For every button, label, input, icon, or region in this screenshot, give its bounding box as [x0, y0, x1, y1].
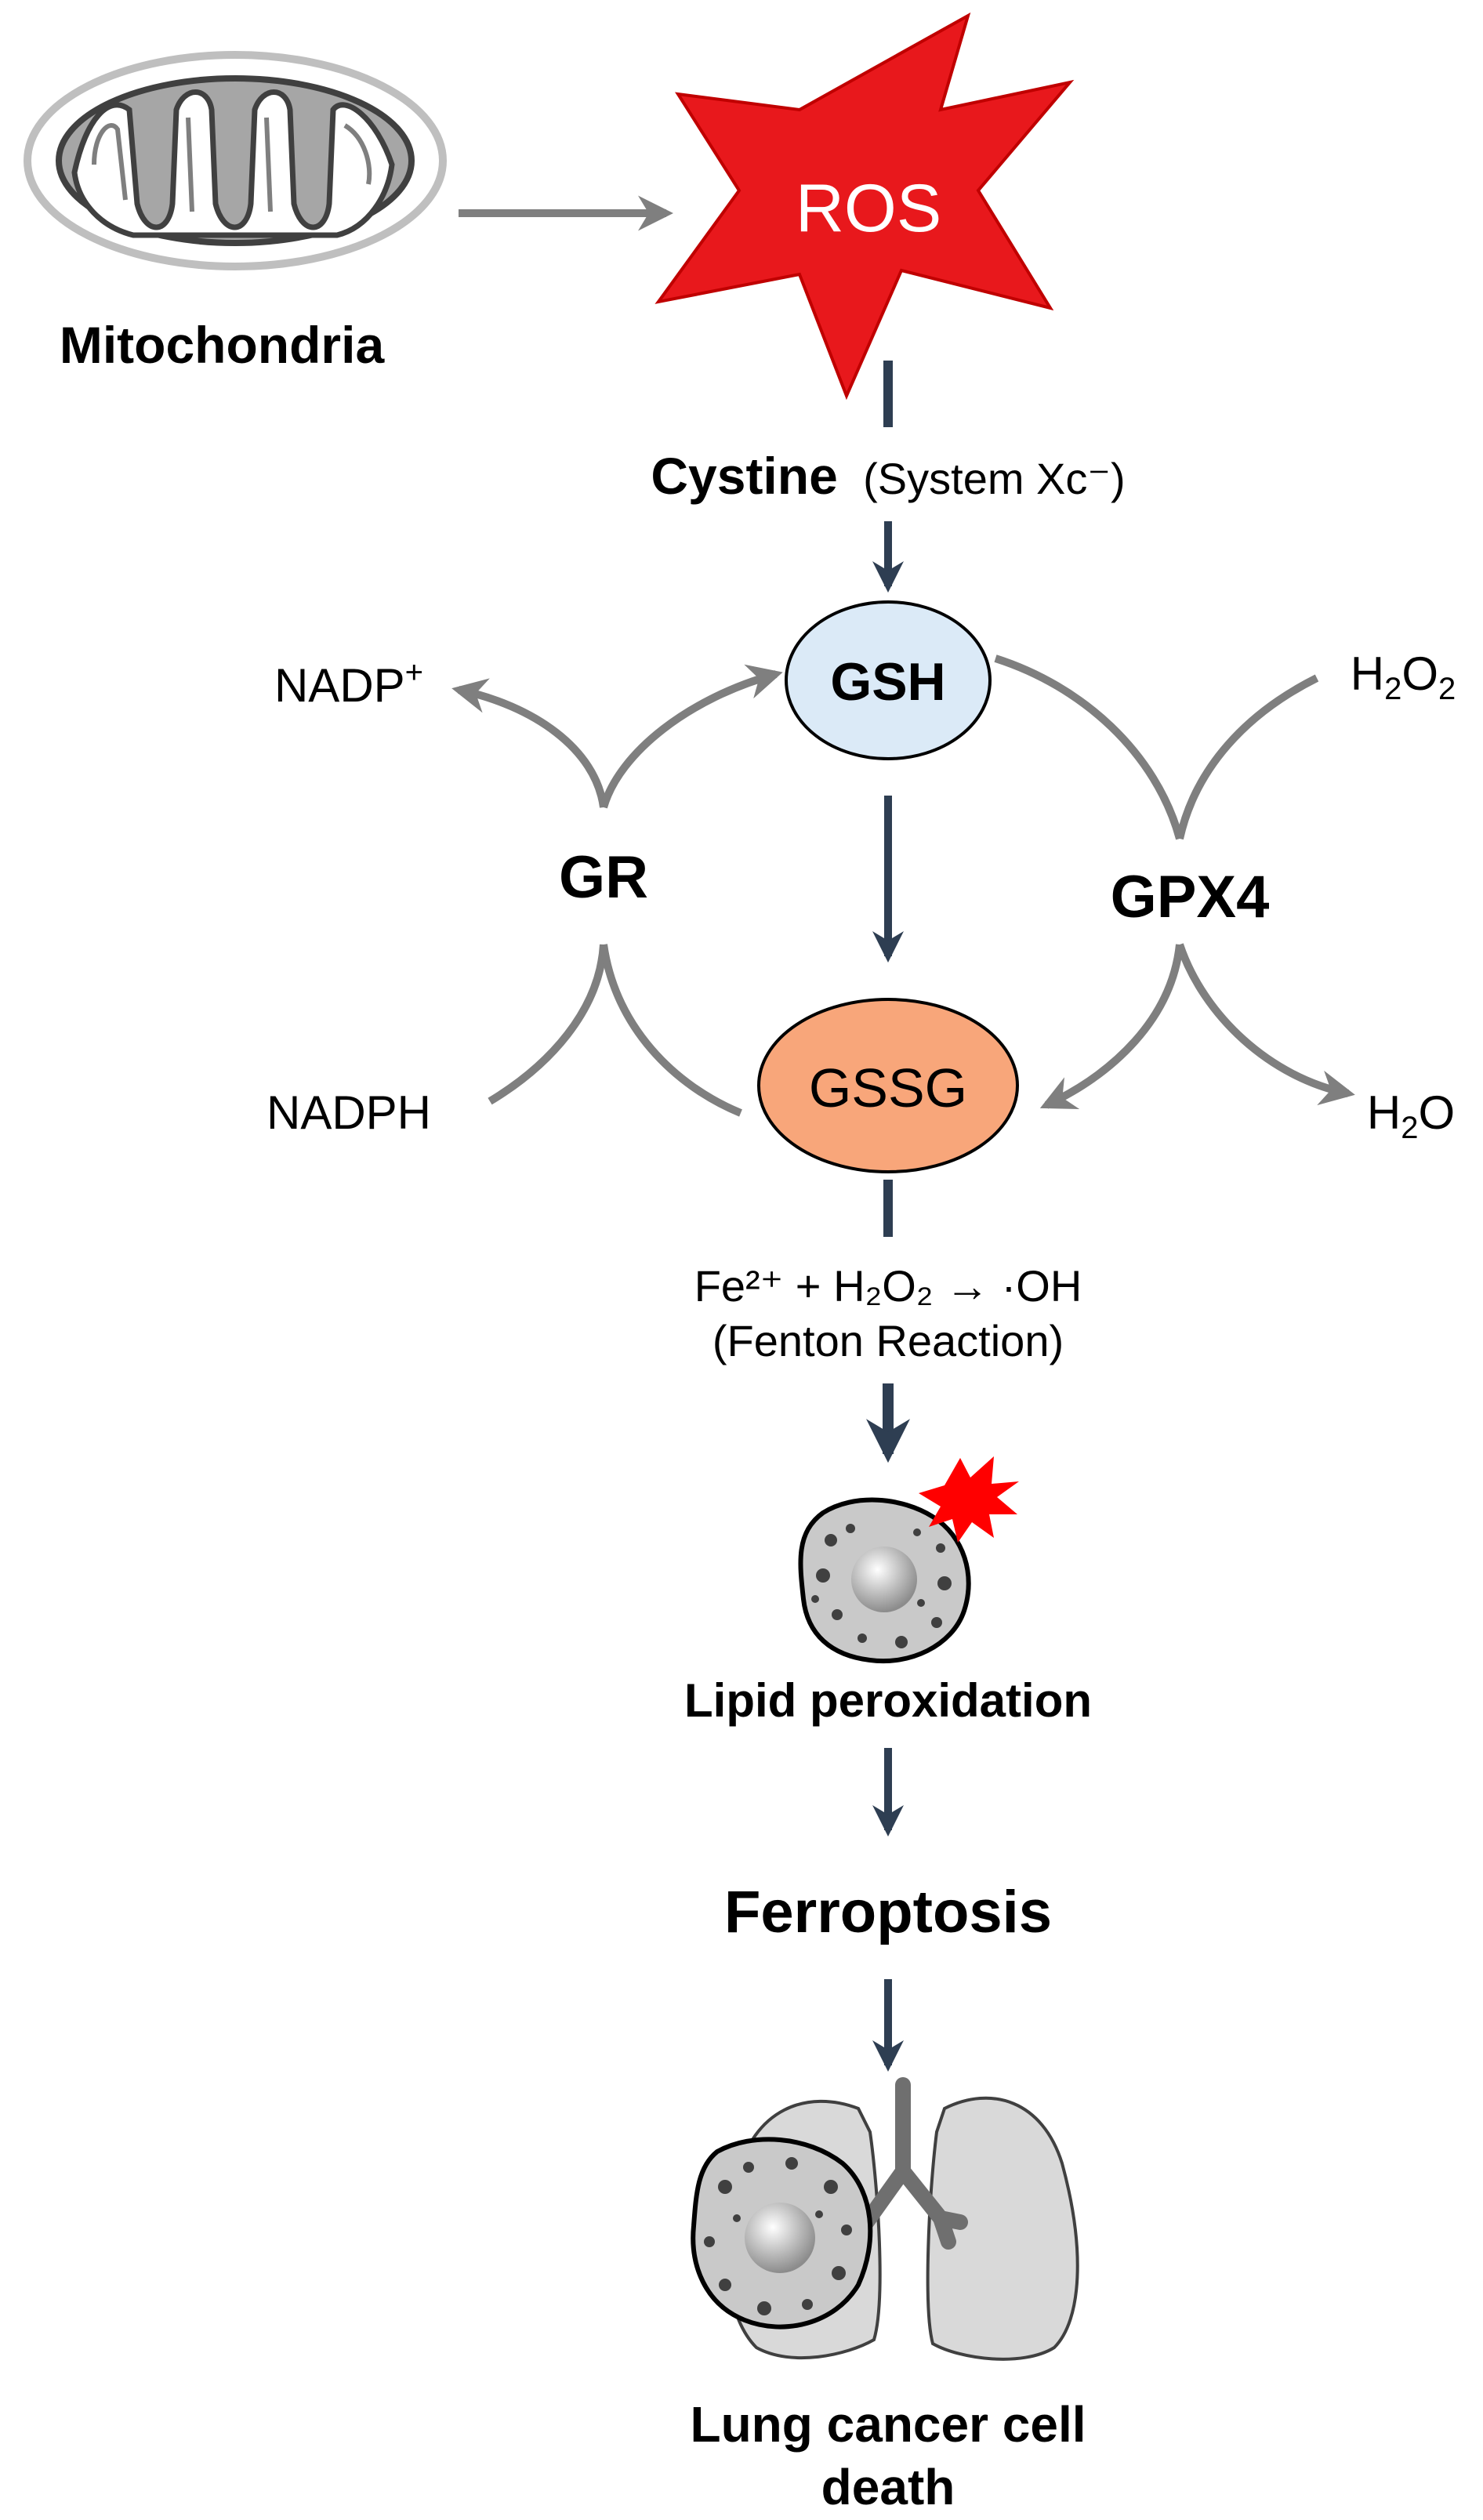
nadp-main: NADP: [274, 659, 405, 712]
mitochondria-label: Mitochondria: [60, 316, 386, 374]
gsh-to-gpx4-curve: [994, 654, 1184, 840]
tumor-cell-icon: [691, 2137, 873, 2330]
gsh-node: [785, 600, 992, 760]
ferroptosis-label: Ferroptosis: [724, 1879, 1052, 1945]
gsh-label: GSH: [830, 652, 945, 712]
gssg-node: [757, 998, 1019, 1173]
lung-death-label-line2: death: [821, 2459, 955, 2515]
star-burst-icon: [654, 12, 1075, 401]
ros-label: ROS: [796, 171, 941, 246]
lung-death-label-line1: Lung cancer cell: [690, 2396, 1086, 2453]
cystine-label-row: Cystine (System Xc⁻): [651, 447, 1125, 505]
damaged-cell-icon: [798, 1497, 971, 1664]
nadph-label: NADPH: [267, 1086, 431, 1139]
h2o2-to-gpx4-curve: [1176, 674, 1319, 840]
nadph-to-gr-curve: [488, 944, 607, 1105]
h2o-label: H2O: [1367, 1086, 1455, 1145]
fenton-reaction-name: (Fenton Reaction): [712, 1316, 1064, 1365]
mitochondria-icon: [24, 51, 447, 270]
damage-burst-icon: [919, 1456, 1019, 1543]
h2o2-label: H2O2: [1351, 647, 1456, 706]
system-xc-label: (System Xc⁻): [863, 454, 1125, 503]
gssg-to-gr-curve: [600, 944, 742, 1117]
gpx4-label: GPX4: [1111, 864, 1270, 930]
fenton-equation: Fe²⁺ + H₂O₂ → ·OH: [694, 1261, 1082, 1311]
lipid-peroxidation-label: Lipid peroxidation: [684, 1674, 1092, 1727]
gpx4-to-gssg-arrow: [1039, 944, 1184, 1110]
cystine-label: Cystine: [651, 447, 837, 505]
nadp-superscript: +: [405, 655, 423, 690]
gpx4-to-h2o-arrow: [1176, 943, 1355, 1105]
gssg-label: GSSG: [809, 1057, 967, 1119]
gr-to-gsh-arrow: [600, 664, 783, 809]
gr-to-nadp-arrow: [451, 678, 607, 808]
nadp-label: NADP+: [274, 655, 423, 712]
gr-label: GR: [559, 844, 648, 911]
